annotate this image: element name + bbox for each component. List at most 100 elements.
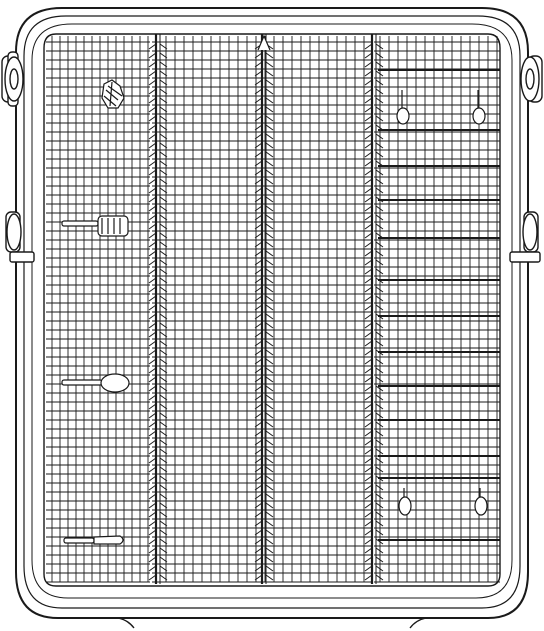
tine-right	[159, 61, 168, 68]
tine-right	[159, 205, 168, 212]
tine-left	[148, 520, 157, 527]
tine-left	[254, 367, 263, 374]
tine-left	[254, 151, 263, 158]
tine-left	[254, 448, 263, 455]
tine-left	[148, 88, 157, 95]
tine-left	[148, 223, 157, 230]
clip-top-left	[396, 90, 410, 125]
tine-left	[364, 115, 373, 122]
tine-left	[364, 295, 373, 302]
tine-right	[375, 574, 384, 581]
tine-left	[148, 142, 157, 149]
tine-right	[159, 322, 168, 329]
tine-left	[254, 97, 263, 104]
tine-right	[159, 412, 168, 419]
tine-left	[254, 88, 263, 95]
tine-right	[265, 547, 274, 554]
tine-right	[265, 70, 274, 77]
tine-left	[148, 97, 157, 104]
tine-right	[265, 205, 274, 212]
tine-right	[265, 511, 274, 518]
tine-left	[148, 232, 157, 239]
tine-right	[375, 502, 384, 509]
tine-left	[254, 115, 263, 122]
tine-left	[254, 241, 263, 248]
fork-middle	[61, 215, 129, 237]
tine-left	[254, 394, 263, 401]
tine-left	[254, 547, 263, 554]
tine-right	[375, 88, 384, 95]
tine-right	[265, 529, 274, 536]
tine-left	[364, 547, 373, 554]
tine-right	[375, 169, 384, 176]
tine-left	[254, 439, 263, 446]
tine-right	[375, 340, 384, 347]
tine-right	[265, 97, 274, 104]
tine-right	[159, 142, 168, 149]
tine-left	[148, 484, 157, 491]
tine-right	[265, 124, 274, 131]
tine-left	[364, 358, 373, 365]
tine-left	[254, 511, 263, 518]
tine-left	[364, 79, 373, 86]
tine-left	[254, 106, 263, 113]
tine-right	[159, 124, 168, 131]
tine-right	[375, 547, 384, 554]
rack-frame	[15, 7, 529, 629]
tine-right	[375, 367, 384, 374]
tine-right	[159, 241, 168, 248]
tine-left	[254, 556, 263, 563]
left-lower-bracket	[9, 251, 35, 263]
tine-left	[364, 376, 373, 383]
tine-left	[364, 349, 373, 356]
tine-right	[265, 214, 274, 221]
right-lower-bracket	[509, 251, 541, 263]
tine-right	[159, 187, 168, 194]
tine-right	[159, 250, 168, 257]
tine-right	[265, 223, 274, 230]
tine-left	[148, 412, 157, 419]
tine-right	[265, 286, 274, 293]
tine-left	[364, 529, 373, 536]
tine-right	[375, 322, 384, 329]
tine-left	[364, 106, 373, 113]
tine-left	[148, 556, 157, 563]
tine-left	[148, 430, 157, 437]
utensil-clips	[396, 90, 488, 516]
tine-right	[265, 394, 274, 401]
side-rollers	[1, 51, 543, 263]
tine-left	[364, 493, 373, 500]
tine-left	[364, 565, 373, 572]
tine-right	[375, 259, 384, 266]
tine-right	[265, 538, 274, 545]
tine-left	[254, 133, 263, 140]
tine-left	[364, 214, 373, 221]
tine-right	[265, 421, 274, 428]
tine-right	[265, 115, 274, 122]
tine-right	[159, 79, 168, 86]
tine-right	[375, 115, 384, 122]
tine-left	[364, 178, 373, 185]
tine-right	[159, 295, 168, 302]
tine-right	[159, 565, 168, 572]
tine-right	[375, 520, 384, 527]
tine-right	[265, 376, 274, 383]
tine-left	[364, 403, 373, 410]
tine-right	[265, 466, 274, 473]
tine-left	[364, 142, 373, 149]
tine-left	[254, 502, 263, 509]
left-upper-roller-hub	[9, 68, 19, 90]
knife	[63, 535, 124, 545]
tine-left	[364, 88, 373, 95]
tine-right	[265, 169, 274, 176]
tine-left	[148, 403, 157, 410]
right-utensil-grid	[374, 36, 500, 583]
tine-left	[148, 304, 157, 311]
tine-left	[148, 52, 157, 59]
tine-left	[148, 547, 157, 554]
tine-right	[159, 97, 168, 104]
tine-left	[254, 232, 263, 239]
tine-left	[364, 331, 373, 338]
tine-right	[265, 142, 274, 149]
